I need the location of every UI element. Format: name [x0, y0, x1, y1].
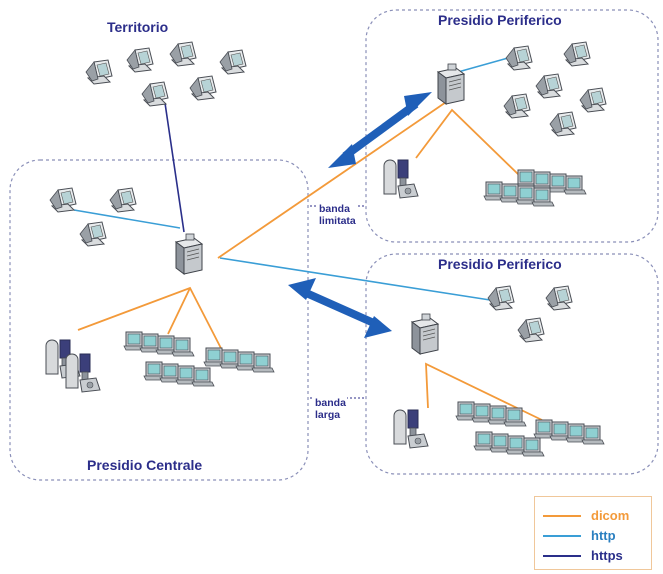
http-link-central-ws: [73, 209, 181, 229]
central-modalities: [45, 339, 101, 393]
https-link-territorio: [164, 102, 185, 233]
legend-swatch-dicom: [543, 515, 581, 517]
legend-item-https: https: [543, 548, 647, 563]
territorio-workstations: [85, 41, 247, 107]
banda-larga-label: banda larga: [314, 397, 347, 421]
banda-limitata-label: banda limitata: [318, 203, 357, 227]
presidio-periferico-top-label: Presidio Periferico: [438, 12, 562, 28]
banda-larga-line2: larga: [315, 409, 341, 421]
central-workstations: [49, 187, 137, 247]
periferico-top-server-icon: [437, 63, 465, 105]
dicom-link-bottom-devices: [425, 362, 543, 421]
presidio-periferico-top-region: [365, 9, 659, 243]
wan-arrow-top: [328, 92, 432, 168]
http-link-periferico-top: [457, 57, 509, 73]
presidio-periferico-bottom-label: Presidio Periferico: [438, 256, 562, 272]
wan-arrow-bottom: [288, 278, 392, 338]
banda-larga-line1: banda: [315, 397, 346, 409]
periferico-top-modality-icon: [383, 159, 419, 199]
legend: dicom http https: [534, 496, 652, 570]
periferico-bottom-monitor-banks: [456, 402, 604, 456]
central-monitor-banks: [124, 332, 274, 386]
periferico-bottom-workstations: [487, 285, 573, 343]
legend-label-dicom: dicom: [591, 508, 630, 523]
central-server-icon: [175, 233, 203, 275]
banda-limitata-line2: limitata: [319, 215, 356, 227]
presidio-periferico-bottom-region: [365, 253, 659, 475]
legend-swatch-http: [543, 535, 581, 537]
presidio-centrale-region: [9, 159, 309, 481]
dicom-link-central-periferico-top: [217, 97, 453, 259]
legend-label-http: http: [591, 528, 616, 543]
periferico-top-monitor-banks: [484, 170, 586, 206]
periferico-top-workstations: [503, 41, 607, 137]
periferico-bottom-modality-icon: [393, 409, 429, 449]
dicom-link-top-devices: [415, 108, 523, 179]
legend-item-dicom: dicom: [543, 508, 647, 523]
banda-limitata-line1: banda: [319, 203, 350, 215]
legend-label-https: https: [591, 548, 623, 563]
dicom-link-central-bank: [167, 287, 191, 335]
periferico-bottom-server-icon: [411, 313, 439, 355]
legend-swatch-https: [543, 555, 581, 557]
territorio-label: Territorio: [107, 19, 169, 35]
http-link-central-periferico-bottom: [219, 257, 491, 301]
legend-item-http: http: [543, 528, 647, 543]
presidio-centrale-label: Presidio Centrale: [87, 457, 203, 473]
